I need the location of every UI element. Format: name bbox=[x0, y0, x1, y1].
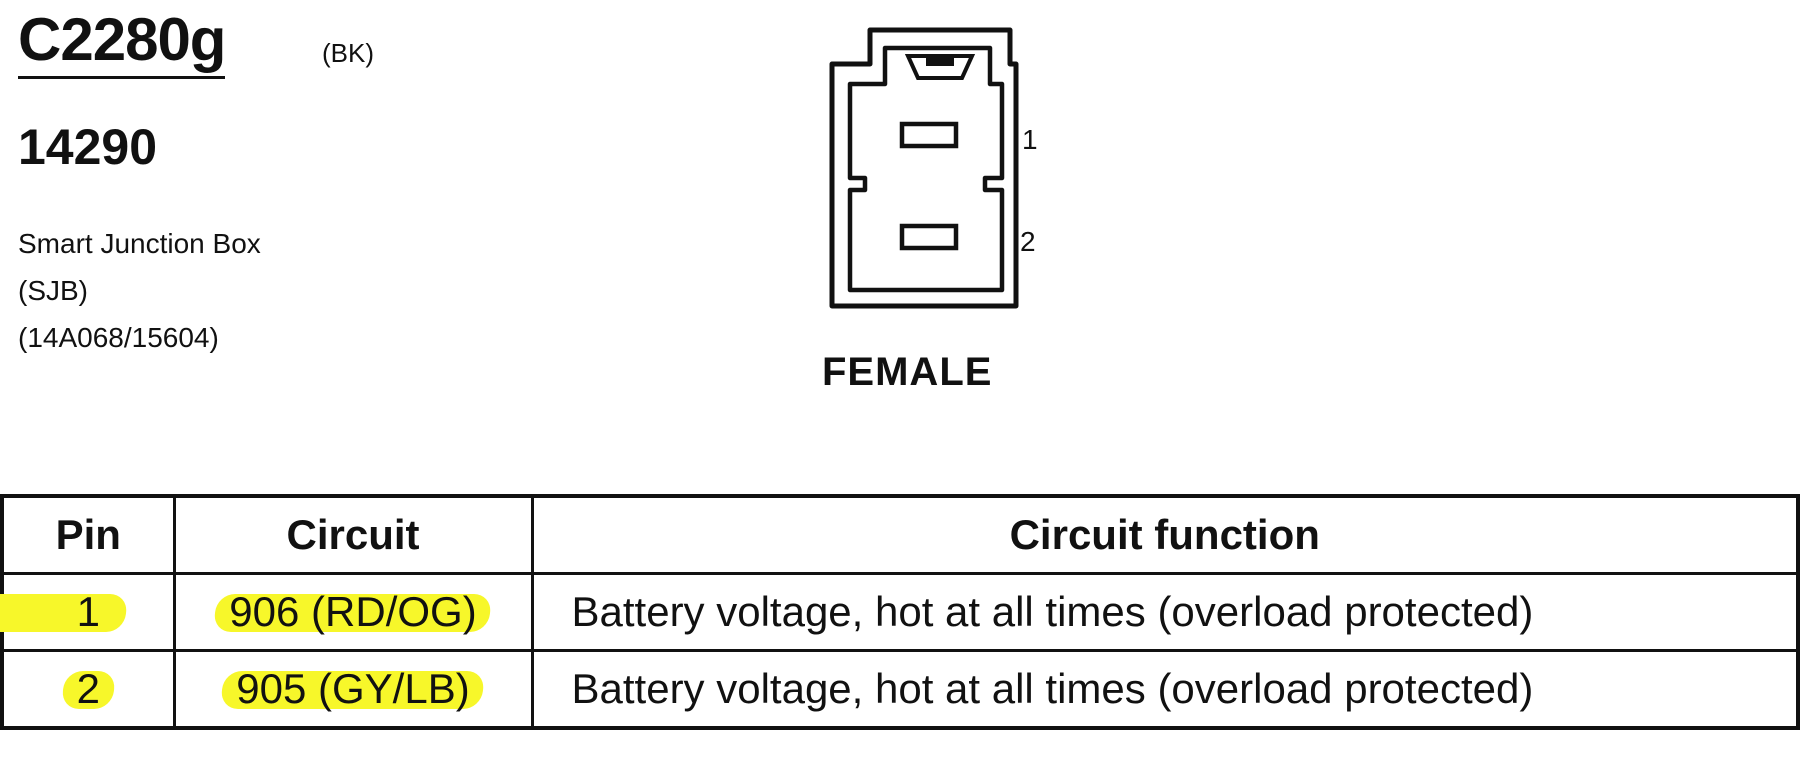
table-row: 1 906 (RD/OG) Battery voltage, hot at al… bbox=[0, 572, 1800, 652]
connector-id: C2280g bbox=[18, 10, 226, 79]
table-row: 2 905 (GY/LB) Battery voltage, hot at al… bbox=[0, 649, 1800, 730]
description-line-1: Smart Junction Box bbox=[18, 228, 261, 259]
header-circuit: Circuit bbox=[172, 494, 534, 575]
pin-label-1: 1 bbox=[1022, 124, 1038, 155]
pin-cell: 2 bbox=[0, 649, 176, 730]
description-line-2: (SJB) bbox=[18, 275, 88, 306]
connector-color-code: (BK) bbox=[322, 38, 374, 68]
circuit-function-cell: Battery voltage, hot at all times (overl… bbox=[530, 572, 1800, 652]
part-number: 14290 bbox=[18, 119, 158, 175]
connector-outer-shell bbox=[829, 27, 1019, 309]
pin-cell: 1 bbox=[0, 572, 176, 652]
connector-inner-cavity bbox=[847, 45, 1005, 293]
latch-slot-icon bbox=[926, 58, 954, 66]
highlighted-pin-2: 2 bbox=[76, 665, 100, 712]
header-circuit-function: Circuit function bbox=[530, 494, 1800, 575]
circuit-cell: 906 (RD/OG) bbox=[172, 572, 534, 652]
pin-2-terminal bbox=[899, 223, 959, 251]
pin-1-terminal bbox=[899, 121, 959, 149]
connector-face-diagram bbox=[829, 27, 1019, 309]
table-header-row: Pin Circuit Circuit function bbox=[0, 494, 1800, 575]
highlighted-circuit-2: 905 (GY/LB) bbox=[236, 665, 470, 712]
header-pin: Pin bbox=[0, 494, 176, 575]
latch-icon bbox=[904, 54, 976, 80]
highlighted-circuit-1: 906 (RD/OG) bbox=[229, 588, 477, 635]
circuit-cell: 905 (GY/LB) bbox=[172, 649, 534, 730]
gender-label: FEMALE bbox=[822, 350, 993, 394]
description-line-3: (14A068/15604) bbox=[18, 322, 219, 353]
pinout-table: Pin Circuit Circuit function 1 906 (RD/O… bbox=[0, 494, 1800, 730]
pin-label-2: 2 bbox=[1020, 226, 1036, 257]
highlighted-pin-1: 1 bbox=[76, 588, 100, 635]
circuit-function-cell: Battery voltage, hot at all times (overl… bbox=[530, 649, 1800, 730]
